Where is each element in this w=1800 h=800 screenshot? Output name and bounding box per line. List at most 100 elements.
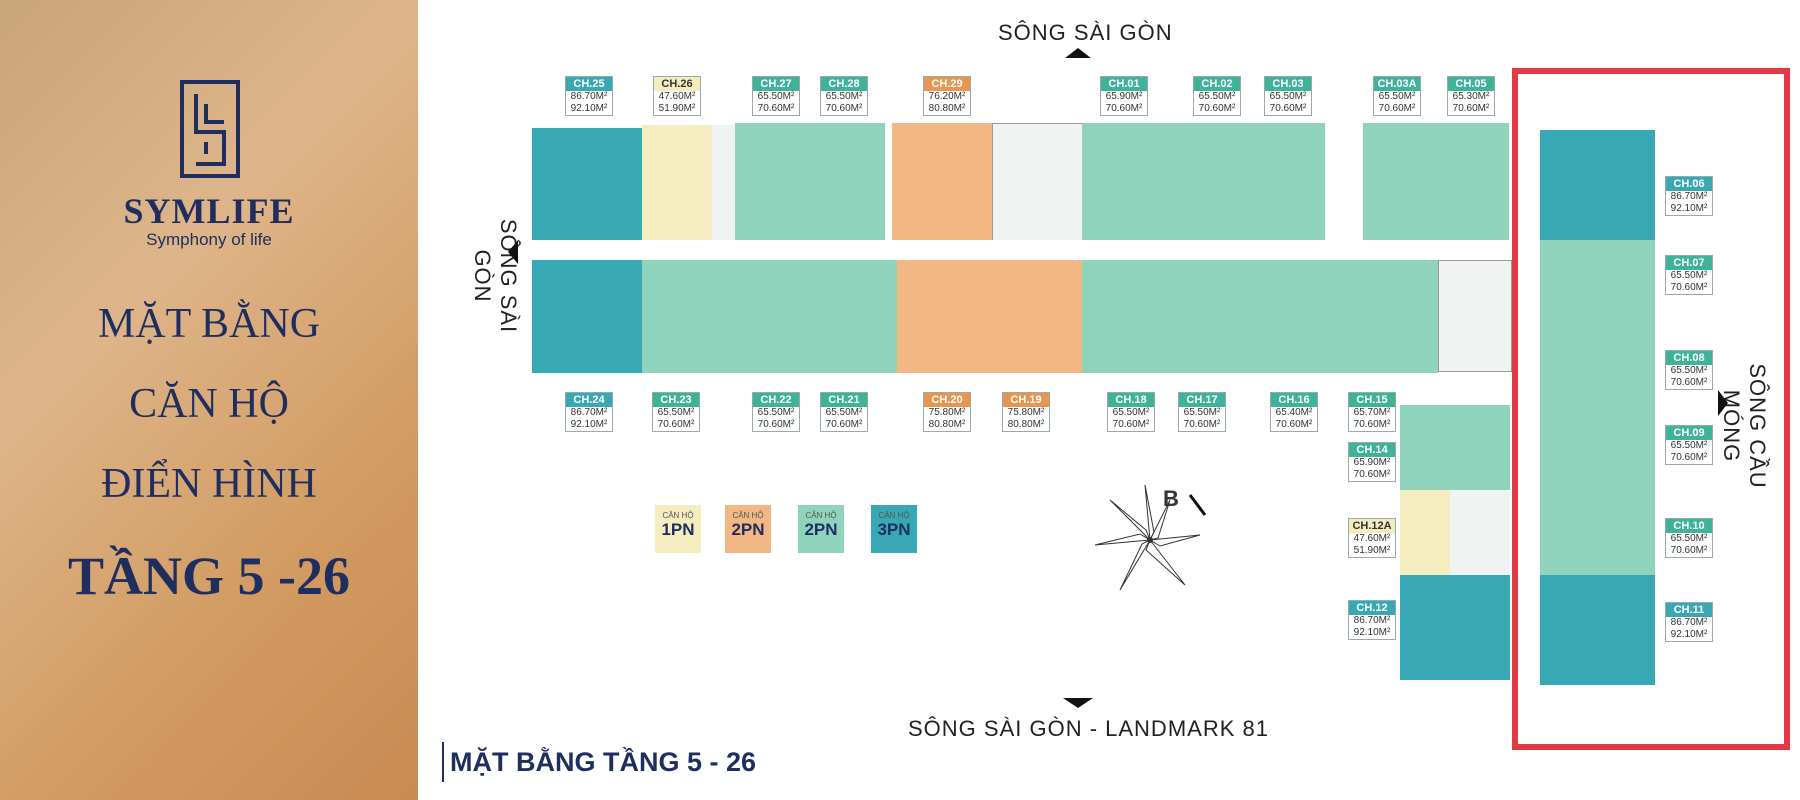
- unit-ch25[interactable]: [532, 128, 642, 240]
- tag-ch12[interactable]: CH.12 86.70M² 92.10M²: [1348, 600, 1396, 640]
- tag-code: CH.17: [1179, 393, 1225, 407]
- tag-ch14[interactable]: CH.14 65.90M² 70.60M²: [1348, 442, 1396, 482]
- unit-ch21[interactable]: [812, 260, 897, 373]
- tag-ch16[interactable]: CH.16 65.40M² 70.60M²: [1270, 392, 1318, 432]
- tag-area-1: 65.40M²: [1275, 407, 1313, 418]
- tag-ch08[interactable]: CH.08 65.50M² 70.60M²: [1665, 350, 1713, 390]
- tag-area-1: 65.50M²: [1378, 91, 1416, 102]
- unit-ch17[interactable]: [1170, 260, 1260, 373]
- tag-ch25[interactable]: CH.25 86.70M² 92.10M²: [565, 76, 613, 116]
- tag-area-2: 70.60M²: [825, 419, 863, 430]
- tag-code: CH.24: [566, 393, 612, 407]
- tag-ch02[interactable]: CH.02 65.50M² 70.60M²: [1193, 76, 1241, 116]
- tag-ch23[interactable]: CH.23 65.50M² 70.60M²: [652, 392, 700, 432]
- tag-ch19[interactable]: CH.19 75.80M² 80.80M²: [1002, 392, 1050, 432]
- tag-area-1: 47.60M²: [1353, 533, 1391, 544]
- unit-ch15[interactable]: [1348, 260, 1438, 373]
- tag-area-1: 65.50M²: [757, 407, 795, 418]
- tag-area-1: 75.80M²: [1007, 407, 1045, 418]
- unit-ch12a[interactable]: [1400, 490, 1450, 575]
- tag-ch06[interactable]: CH.06 86.70M² 92.10M²: [1665, 176, 1713, 216]
- unit-ch28[interactable]: [810, 123, 885, 240]
- floor-plan-title: MẶT BẰNG TẦNG 5 - 26: [442, 742, 756, 782]
- tag-area-2: 70.60M²: [1105, 103, 1143, 114]
- tag-area-1: 86.70M²: [1670, 617, 1708, 628]
- tag-area-1: 86.70M²: [570, 407, 608, 418]
- tag-ch09[interactable]: CH.09 65.50M² 70.60M²: [1665, 425, 1713, 465]
- tag-ch21[interactable]: CH.21 65.50M² 70.60M²: [820, 392, 868, 432]
- unit-ch11[interactable]: [1540, 575, 1655, 685]
- tag-code: CH.09: [1666, 426, 1712, 440]
- tag-ch05[interactable]: CH.05 65.30M² 70.60M²: [1447, 76, 1495, 116]
- tag-ch17[interactable]: CH.17 65.50M² 70.60M²: [1178, 392, 1226, 432]
- tag-ch24[interactable]: CH.24 86.70M² 92.10M²: [565, 392, 613, 432]
- tag-ch26[interactable]: CH.26 47.60M² 51.90M²: [653, 76, 701, 116]
- tag-ch29[interactable]: CH.29 76.20M² 80.80M²: [923, 76, 971, 116]
- legend-small: CĂN HỘ: [805, 511, 837, 520]
- stair-east: [1450, 490, 1510, 575]
- legend-big: 1PN: [661, 520, 695, 539]
- unit-ch05[interactable]: [1441, 123, 1509, 240]
- tag-ch12a[interactable]: CH.12A 47.60M² 51.90M²: [1348, 518, 1396, 558]
- compass-label: B: [1163, 486, 1179, 511]
- tag-code: CH.05: [1448, 77, 1494, 91]
- tag-area-2: 70.60M²: [1275, 419, 1313, 430]
- tag-area-1: 76.20M²: [928, 91, 966, 102]
- tag-area-2: 80.80M²: [928, 419, 966, 430]
- tag-ch07[interactable]: CH.07 65.50M² 70.60M²: [1665, 255, 1713, 295]
- void-north: [1325, 123, 1363, 163]
- river-label-top: SÔNG SÀI GÒN: [998, 20, 1173, 45]
- tag-ch03a[interactable]: CH.03A 65.50M² 70.60M²: [1373, 76, 1421, 116]
- legend-big: 2PN: [731, 520, 765, 539]
- tag-code: CH.06: [1666, 177, 1712, 191]
- brand-name: SYMLIFE: [123, 191, 295, 231]
- tag-ch27[interactable]: CH.27 65.50M² 70.60M²: [752, 76, 800, 116]
- unit-ch12[interactable]: [1400, 575, 1510, 680]
- unit-ch14[interactable]: [1400, 405, 1510, 490]
- tag-ch15[interactable]: CH.15 65.70M² 70.60M²: [1348, 392, 1396, 432]
- legend-big: 2PN: [804, 520, 838, 539]
- legend-1pn: CĂN HỘ 1PN: [655, 505, 701, 553]
- tag-area-2: 51.90M²: [1353, 545, 1391, 556]
- tag-area-2: 92.10M²: [1670, 629, 1708, 640]
- tag-ch10[interactable]: CH.10 65.50M² 70.60M²: [1665, 518, 1713, 558]
- tag-ch03[interactable]: CH.03 65.50M² 70.60M²: [1264, 76, 1312, 116]
- tag-ch11[interactable]: CH.11 86.70M² 92.10M²: [1665, 602, 1713, 642]
- unit-ch29[interactable]: [892, 123, 992, 240]
- unit-ch20[interactable]: [897, 260, 992, 373]
- corridor-main: [532, 240, 1510, 260]
- tag-ch01[interactable]: CH.01 65.90M² 70.60M²: [1100, 76, 1148, 116]
- river-label-bottom: SÔNG SÀI GÒN - LANDMARK 81: [908, 716, 1269, 741]
- tag-code: CH.07: [1666, 256, 1712, 270]
- unit-ch06[interactable]: [1540, 130, 1655, 240]
- unit-ch19[interactable]: [992, 260, 1082, 373]
- river-label-left: SÔNG SÀI GÒN: [470, 218, 521, 334]
- unit-ch24[interactable]: [532, 260, 642, 373]
- tag-ch18[interactable]: CH.18 65.50M² 70.60M²: [1107, 392, 1155, 432]
- unit-ch03a[interactable]: [1363, 123, 1441, 240]
- tag-ch22[interactable]: CH.22 65.50M² 70.60M²: [752, 392, 800, 432]
- tag-area-1: 65.50M²: [1269, 91, 1307, 102]
- tag-code: CH.19: [1003, 393, 1049, 407]
- legend-2pn: CĂN HỘ 2PN: [798, 505, 844, 553]
- tag-area-2: 70.60M²: [1198, 103, 1236, 114]
- tag-ch28[interactable]: CH.28 65.50M² 70.60M²: [820, 76, 868, 116]
- unit-ch16[interactable]: [1260, 260, 1348, 373]
- unit-ch18[interactable]: [1082, 260, 1170, 373]
- tag-area-1: 65.50M²: [825, 407, 863, 418]
- unit-ch01[interactable]: [1082, 123, 1177, 240]
- tag-area-1: 47.60M²: [658, 91, 696, 102]
- unit-ch26[interactable]: [642, 125, 712, 240]
- unit-ch03[interactable]: [1255, 123, 1325, 240]
- arrow-down-icon: [1063, 698, 1093, 708]
- units-ch07-ch10[interactable]: [1540, 240, 1655, 575]
- unit-ch22[interactable]: [727, 260, 812, 373]
- legend-3pn: CĂN HỘ 3PN: [871, 505, 917, 553]
- tag-area-1: 65.50M²: [1670, 365, 1708, 376]
- tag-area-1: 65.90M²: [1353, 457, 1391, 468]
- tag-area-1: 86.70M²: [1670, 191, 1708, 202]
- unit-ch23[interactable]: [642, 260, 727, 373]
- unit-ch02[interactable]: [1177, 123, 1255, 240]
- tag-ch20[interactable]: CH.20 75.80M² 80.80M²: [923, 392, 971, 432]
- tag-area-1: 65.30M²: [1452, 91, 1490, 102]
